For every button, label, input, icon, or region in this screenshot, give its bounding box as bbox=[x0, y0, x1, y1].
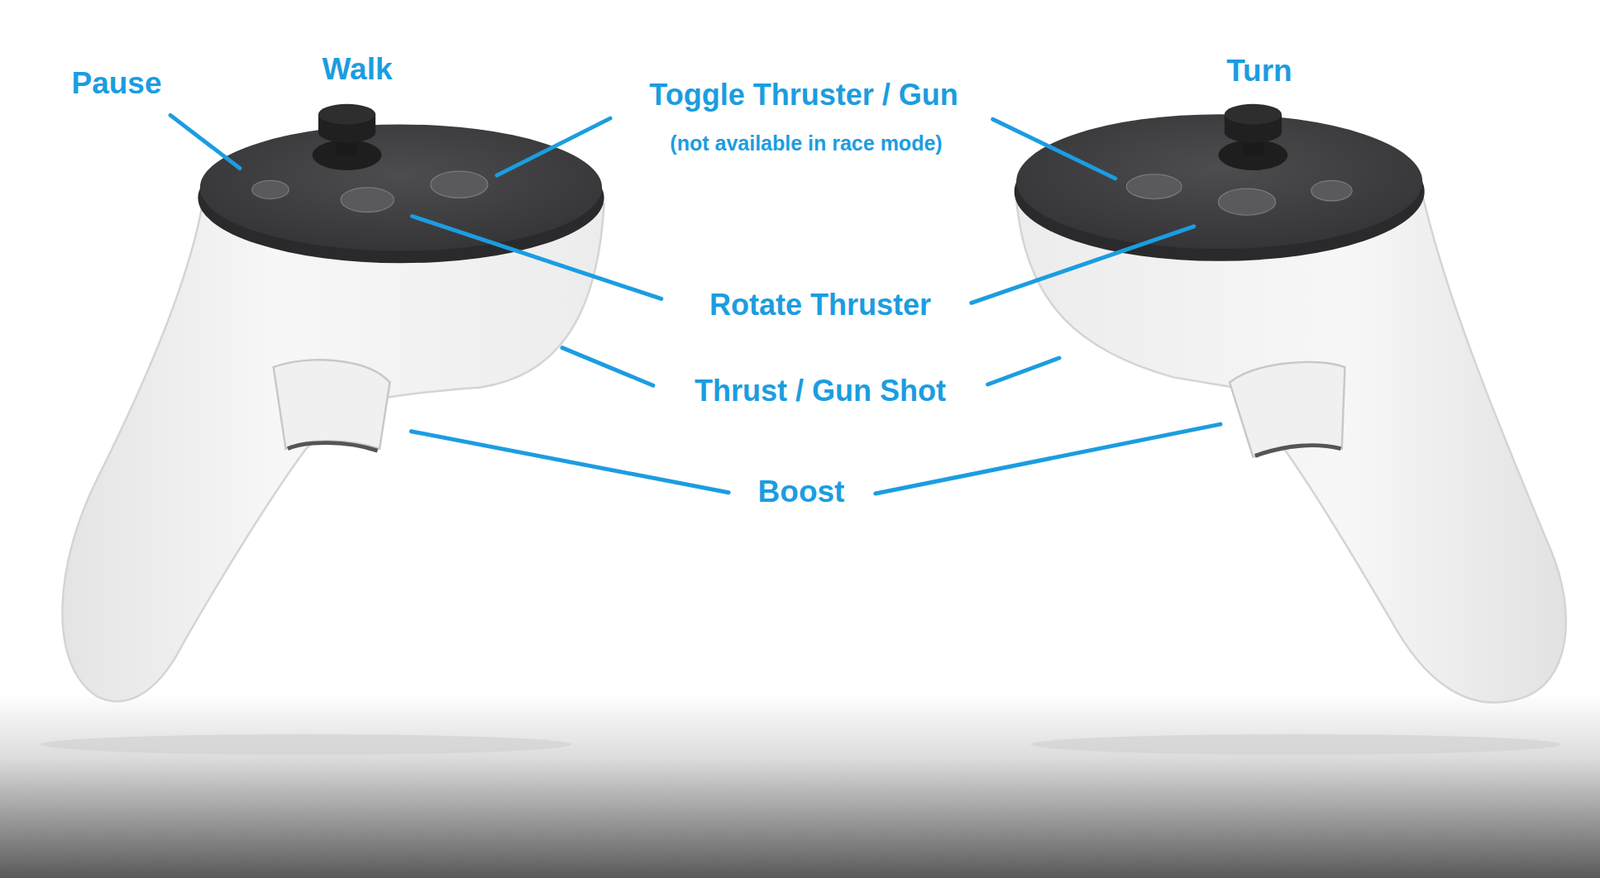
floor-gradient bbox=[0, 693, 1600, 878]
system-button bbox=[1311, 180, 1352, 201]
x-button bbox=[340, 187, 394, 213]
y-button bbox=[430, 171, 488, 198]
leader-line bbox=[170, 114, 240, 168]
menu-button bbox=[252, 180, 289, 199]
control-label: Thrust / Gun Shot bbox=[694, 374, 946, 408]
leader-line bbox=[988, 358, 1060, 385]
controller-body bbox=[62, 193, 604, 702]
leader-line bbox=[410, 431, 729, 493]
right-controller bbox=[1014, 104, 1567, 703]
b-button bbox=[1126, 174, 1182, 200]
leader-line bbox=[971, 226, 1195, 304]
leader-line bbox=[875, 424, 1221, 494]
leader-line bbox=[496, 118, 611, 176]
leader-line bbox=[412, 215, 662, 299]
control-label: Rotate Thruster bbox=[709, 288, 932, 322]
control-label: Toggle Thruster / Gun bbox=[649, 78, 958, 112]
a-button bbox=[1217, 188, 1276, 215]
control-label: Pause bbox=[71, 66, 162, 101]
leader-line bbox=[993, 119, 1116, 179]
control-label: Walk bbox=[322, 52, 393, 87]
trigger bbox=[1229, 362, 1345, 458]
trigger bbox=[273, 359, 391, 449]
control-label: (not available in race mode) bbox=[669, 132, 942, 156]
trigger-slot bbox=[287, 443, 378, 452]
controller-face bbox=[200, 124, 602, 251]
trigger-slot bbox=[1255, 445, 1342, 457]
left-controller bbox=[62, 104, 604, 703]
control-label: Boost bbox=[758, 475, 846, 510]
thumbstick-top bbox=[318, 104, 376, 125]
leader-line bbox=[562, 348, 654, 387]
floor-shadow bbox=[40, 734, 572, 755]
thumbstick-cap bbox=[318, 122, 376, 144]
thumbstick-top bbox=[1224, 104, 1282, 125]
thumbstick-cap bbox=[1224, 122, 1282, 144]
control-label: Turn bbox=[1226, 54, 1292, 89]
controller-face bbox=[1016, 114, 1423, 249]
floor-shadow bbox=[1030, 734, 1562, 755]
